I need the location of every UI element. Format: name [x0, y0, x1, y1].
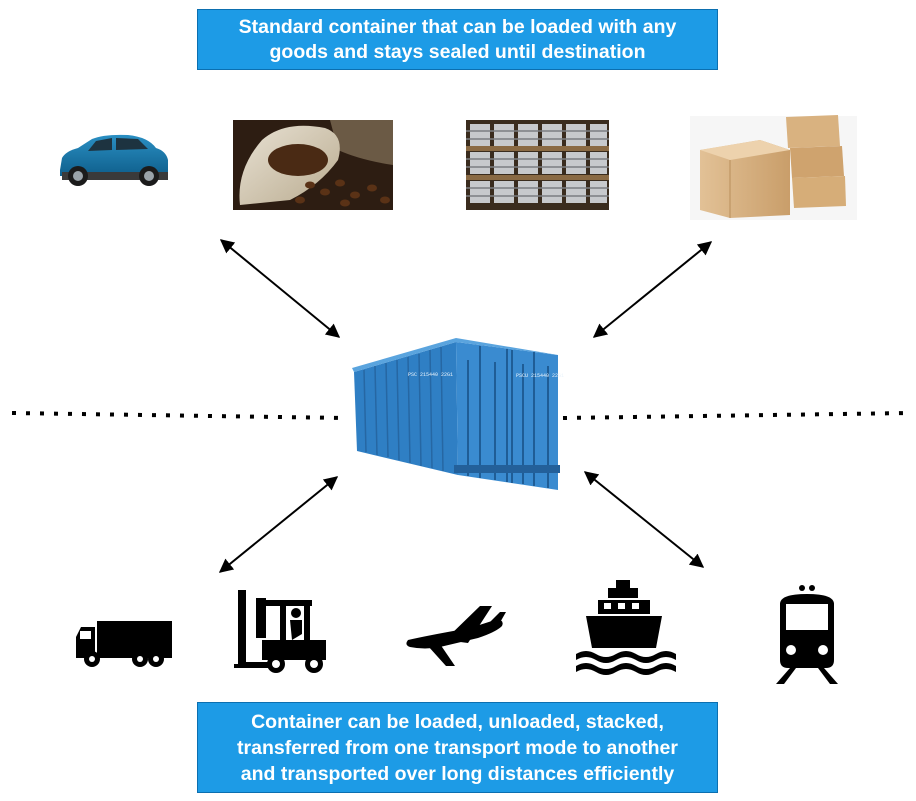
- arrow-goods-right: [592, 241, 713, 338]
- bottom-callout: Container can be loaded, unloaded, stack…: [197, 702, 718, 793]
- truck-icon: [76, 621, 172, 667]
- bottom-callout-line3: and transported over long distances effi…: [240, 762, 675, 785]
- train-icon: [776, 585, 838, 684]
- barrels-icon: [466, 120, 609, 210]
- divider-left: [11, 411, 346, 420]
- arrow-goods-left: [219, 239, 341, 338]
- car-icon: [60, 134, 168, 186]
- container-image: [352, 338, 560, 490]
- top-callout-line1: Standard container that can be loaded wi…: [238, 15, 677, 38]
- container-label-right: PSCU 215440 22G1: [516, 373, 564, 379]
- arrow-transport-left: [218, 476, 339, 573]
- divider-right: [562, 411, 911, 420]
- bottom-callout-line1: Container can be loaded, unloaded, stack…: [251, 710, 664, 733]
- bottom-callout-line2: transferred from one transport mode to a…: [237, 736, 678, 759]
- boxes-icon: [690, 115, 857, 220]
- top-callout: Standard container that can be loaded wi…: [197, 9, 718, 70]
- top-callout-line2: goods and stays sealed until destination: [269, 40, 646, 63]
- forklift-icon: [234, 590, 326, 673]
- airplane-icon: [406, 606, 506, 666]
- coffee-sack-icon: [233, 120, 393, 210]
- arrow-transport-right: [583, 471, 705, 568]
- container-label-left: PSC 215440 22G1: [408, 372, 453, 378]
- ship-icon: [576, 580, 676, 675]
